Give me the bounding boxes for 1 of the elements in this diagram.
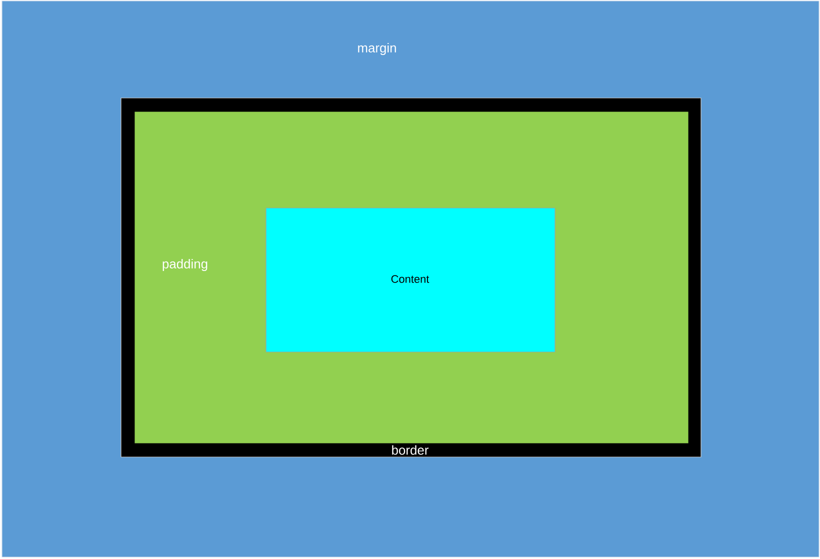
content-box: Content [266, 208, 556, 352]
